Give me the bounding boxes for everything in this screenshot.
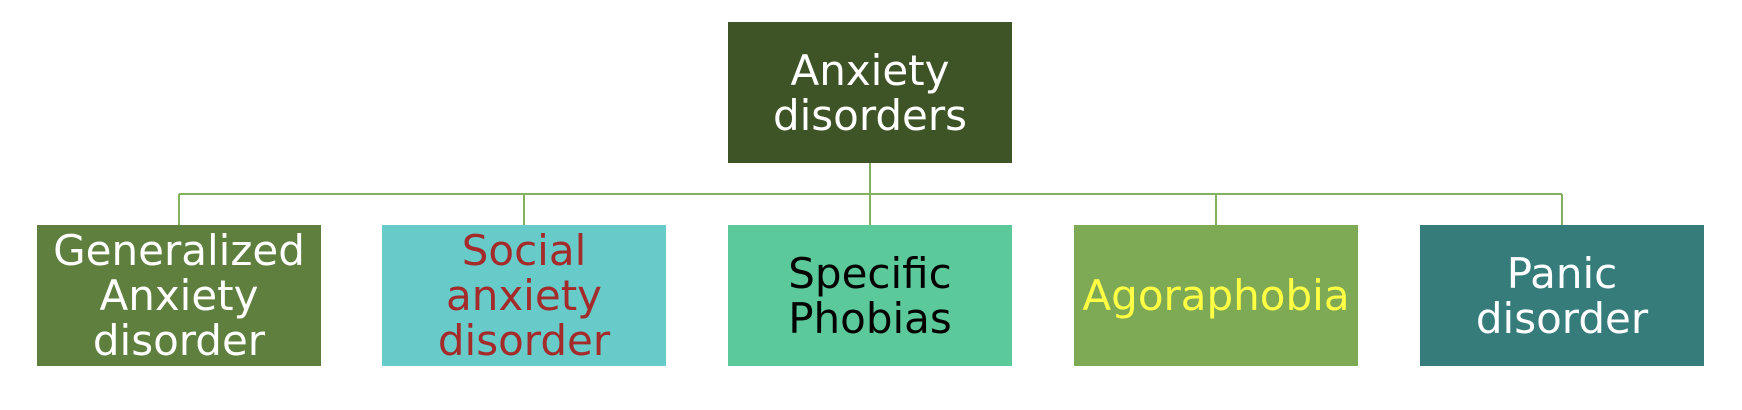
child-node-label: Agoraphobia <box>1082 271 1350 320</box>
child-node-label: Social anxiety disorder <box>437 226 611 365</box>
child-node-label: Specific Phobias <box>788 248 952 343</box>
child-node-panic-disorder: Panic disorder <box>1420 225 1704 366</box>
child-node-label: Generalized Anxiety disorder <box>53 226 305 365</box>
child-node-generalized-anxiety-disorder: Generalized Anxiety disorder <box>37 225 321 366</box>
child-node-label: Panic disorder <box>1475 248 1649 343</box>
child-node-agoraphobia: Agoraphobia <box>1074 225 1358 366</box>
child-node-social-anxiety-disorder: Social anxiety disorder <box>382 225 666 366</box>
root-node-label: Anxiety disorders <box>772 45 968 140</box>
child-node-specific-phobias: Specific Phobias <box>728 225 1012 366</box>
root-node-anxiety-disorders: Anxiety disorders <box>728 22 1012 163</box>
